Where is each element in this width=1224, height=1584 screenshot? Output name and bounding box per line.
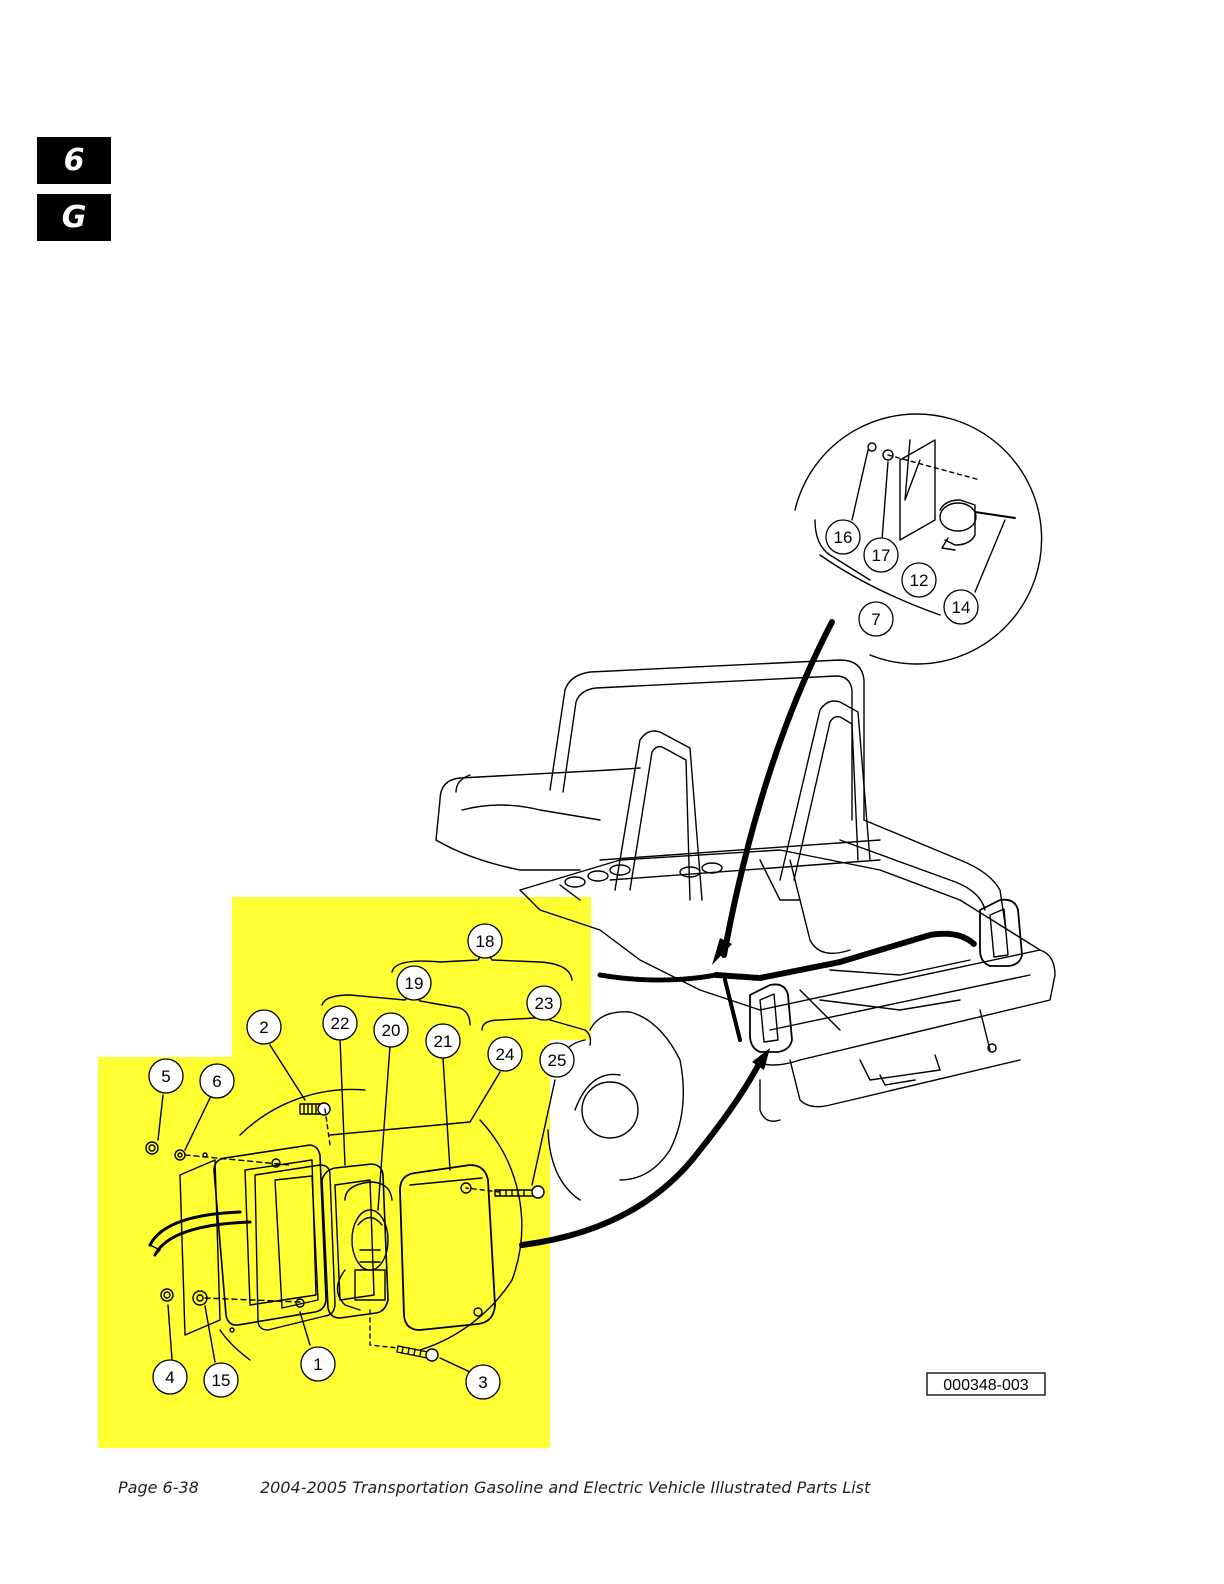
callout-25: 15 [203,1362,239,1398]
callout-18: 19 [396,965,432,1001]
callout-3: 3 [465,1364,501,1400]
callout-24: 25 [539,1042,575,1078]
svg-text:19: 19 [405,974,424,993]
callout-15: 16 [825,519,861,555]
figure-id-label: 000348-003 [943,1377,1029,1394]
callout-21: 22 [322,1005,358,1041]
svg-text:25: 25 [548,1051,567,1070]
chapter-tab: 6 [37,137,111,184]
svg-text:17: 17 [872,546,891,565]
svg-text:22: 22 [331,1014,350,1033]
svg-text:20: 20 [382,1021,401,1040]
footer-page-number: Page 6-38 [118,1478,199,1497]
screw-24 [494,1185,545,1199]
svg-text:15: 15 [212,1371,231,1390]
callout-4: 4 [152,1359,188,1395]
vehicle-drawing [435,659,1056,1201]
highlight-region [98,897,591,1448]
svg-text:14: 14 [952,598,971,617]
svg-text:12: 12 [910,571,929,590]
svg-text:7: 7 [871,610,880,629]
callout-17: 18 [467,923,503,959]
callout-12: 12 [901,562,937,598]
exploded-taillight-assembly [145,949,592,1373]
callout-20: 21 [425,1023,461,1059]
svg-text:24: 24 [496,1045,515,1064]
callout-circles: 16 17 12 14 7 18 19 23 2 22 20 21 24 25 … [148,519,979,1400]
callout-5: 5 [148,1058,184,1094]
svg-text:23: 23 [535,994,554,1013]
vehicle-taillight-left [749,983,793,1053]
figure-id-box: 000348-003 [926,1372,1046,1396]
callout-1: 1 [300,1346,336,1382]
screw-2 [299,1102,331,1116]
callout-19: 20 [373,1012,409,1048]
callout-22: 23 [526,985,562,1021]
callout-16: 17 [863,537,899,573]
svg-text:5: 5 [161,1067,170,1086]
svg-text:6: 6 [212,1072,221,1091]
svg-text:18: 18 [476,932,495,951]
screw-3 [396,1345,439,1362]
callout-14: 14 [943,589,979,625]
svg-text:3: 3 [478,1373,487,1392]
arrow-heads [712,938,770,1070]
detail-circle-brake-switch [794,413,1043,665]
callout-arrows [519,619,835,1248]
footer-document-title: 2004-2005 Transportation Gasoline and El… [260,1478,871,1497]
svg-text:16: 16 [834,528,853,547]
svg-text:2: 2 [259,1018,268,1037]
callout-2: 2 [246,1009,282,1045]
svg-text:4: 4 [165,1368,174,1387]
callout-23: 24 [487,1036,523,1072]
section-tab: G [37,194,111,241]
svg-text:21: 21 [434,1032,453,1051]
callout-6: 6 [199,1063,235,1099]
callout-7: 7 [858,601,894,637]
vehicle-taillight-right [979,898,1023,967]
svg-text:1: 1 [313,1355,322,1374]
